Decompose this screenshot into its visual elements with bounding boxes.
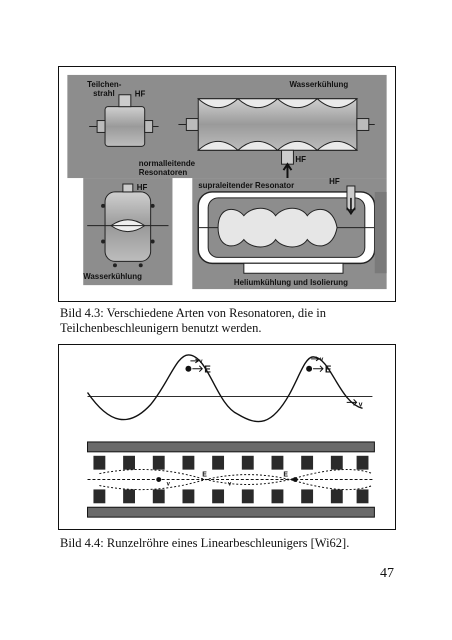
field-label-e1: E xyxy=(204,365,211,376)
normal-conducting-resonator xyxy=(87,183,169,268)
hf-label-bottom-left: HF xyxy=(137,183,148,192)
water-cooling-label-bottom: Wasserkühlung xyxy=(83,272,142,281)
sine-wave xyxy=(86,354,363,423)
charge-marker-2 xyxy=(306,365,313,372)
velocity-label-mid: v xyxy=(228,481,232,487)
figure-resonators: Teilchen- strahl HF Wasserkühlung HF nor… xyxy=(58,66,396,302)
figure-caption-4-4: Bild 4.4: Runzelröhre eines Linearbeschl… xyxy=(60,536,350,550)
field-label-mid-2: E xyxy=(283,472,288,479)
disk-irises-top xyxy=(93,455,369,470)
superconducting-label: supraleitender Resonator xyxy=(198,181,294,190)
helium-cooling-label: Heliumkühlung und Isolierung xyxy=(234,278,348,287)
water-cooling-label-top: Wasserkühlung xyxy=(289,80,348,89)
field-label-e2: E xyxy=(325,365,332,376)
resonators-illustration: Teilchen- strahl HF Wasserkühlung HF nor… xyxy=(67,74,387,290)
normal-conducting-label-2: Resonatoren xyxy=(139,168,188,177)
figure-caption-4-3: Bild 4.3: Verschiedene Arten von Resonat… xyxy=(60,306,327,335)
particle-beam-label-2: strahl xyxy=(93,89,115,98)
waveguide-wall-bottom xyxy=(87,506,375,518)
waveguide-illustration: E E v v v E E v v xyxy=(86,354,375,518)
multi-cell-resonator xyxy=(178,98,375,179)
normal-conducting-label: normalleitende xyxy=(139,159,196,168)
superconducting-resonator xyxy=(197,185,387,274)
velocity-label-wave: v xyxy=(359,401,363,408)
particle-beam-label: Teilchen- xyxy=(87,80,122,89)
hf-label-bottom-right: HF xyxy=(329,177,340,186)
field-label-mid-1: E xyxy=(202,472,207,479)
hf-label-top-left: HF xyxy=(135,90,146,99)
figure-corrugated-waveguide: E E v v v E E v v xyxy=(58,344,396,530)
hf-label-center: HF xyxy=(295,155,306,164)
velocity-label-2: v xyxy=(320,357,324,363)
page-number: 47 xyxy=(380,566,394,581)
velocity-label-1: v xyxy=(199,359,203,365)
waveguide-wall-top xyxy=(87,441,375,453)
velocity-label-3: v xyxy=(167,481,171,487)
charge-marker-1 xyxy=(185,365,192,372)
disk-irises-bottom xyxy=(93,489,369,504)
single-cell-resonator xyxy=(89,94,159,147)
